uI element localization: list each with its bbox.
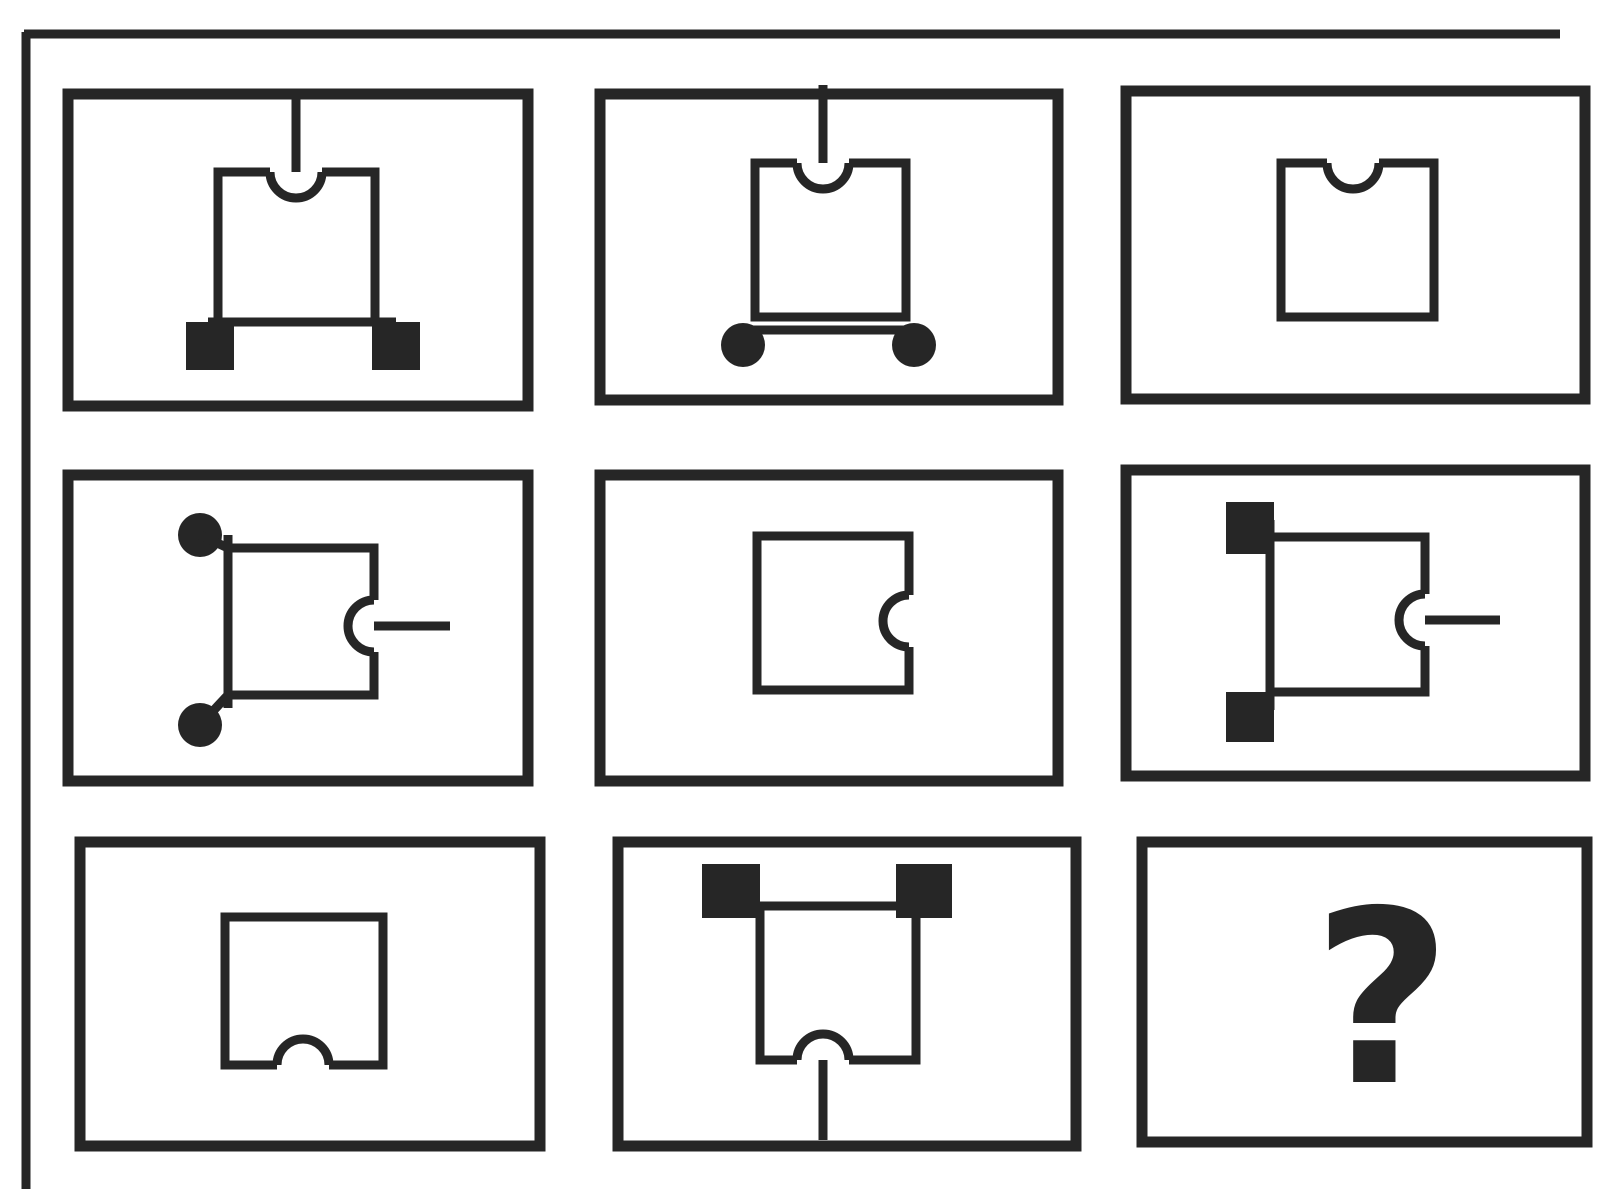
cell-r3-c2 (618, 842, 1076, 1146)
cell-r2-c3 (1126, 470, 1585, 776)
cell-border (618, 842, 1076, 1146)
filled-square-right (372, 322, 420, 370)
circle-arc (277, 1039, 329, 1065)
filled-dot-right (892, 323, 936, 367)
figure (186, 96, 420, 370)
cell-r1-c3 (1126, 91, 1585, 399)
cell-r3-c1 (80, 842, 540, 1146)
figure (757, 536, 909, 690)
cell-r2-c1 (68, 475, 528, 781)
cell-r3-c3: ? (1142, 842, 1587, 1142)
filled-dot-left (721, 323, 765, 367)
figure (1281, 163, 1434, 317)
circle-arc (348, 600, 374, 652)
filled-square-top (1226, 502, 1274, 554)
cell-r1-c1 (68, 94, 528, 406)
figure (178, 513, 450, 747)
missing-cell-question-mark: ? (1312, 859, 1451, 1139)
filled-square-left (702, 864, 760, 918)
figure (1226, 502, 1500, 742)
cell-border (600, 475, 1058, 781)
filled-square-bottom (1226, 692, 1274, 742)
filled-square-right (896, 864, 952, 918)
circle-arc (1327, 163, 1379, 189)
filled-square-left (186, 322, 234, 370)
cell-border (1126, 91, 1585, 399)
figure (702, 864, 952, 1140)
circle-arc (1399, 594, 1425, 646)
figure (225, 917, 383, 1065)
circle-arc (883, 595, 909, 647)
cell-border (600, 94, 1058, 400)
cell-border (68, 475, 528, 781)
circle-arc (270, 172, 322, 198)
figure (721, 85, 936, 367)
circle-arc (797, 163, 849, 189)
cell-border (80, 842, 540, 1146)
cell-r2-c2 (600, 475, 1058, 781)
cell-border (1126, 470, 1585, 776)
circle-arc (797, 1034, 849, 1060)
cell-r1-c2 (600, 85, 1058, 400)
